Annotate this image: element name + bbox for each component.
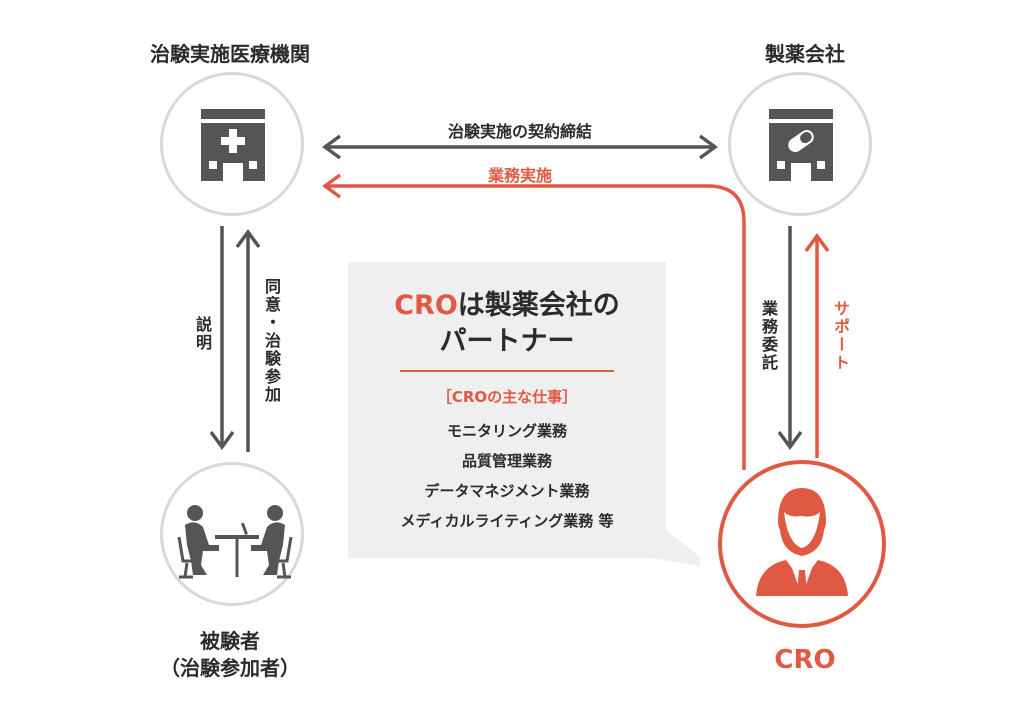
hospital-node bbox=[160, 72, 304, 216]
outsourcing-label: 業務委託 bbox=[759, 300, 778, 372]
pharma-label: 製薬会社 bbox=[765, 42, 845, 66]
subject-sublabel: （治験参加者） bbox=[160, 656, 300, 680]
support-label: サポート bbox=[831, 300, 850, 372]
outsourcing-arrow bbox=[777, 226, 803, 450]
consent-label: 同意・治験参加 bbox=[262, 278, 281, 404]
business-person-icon bbox=[756, 488, 848, 596]
cro-node bbox=[718, 460, 886, 628]
bubble-subtitle: ［CROの主な仕事］ bbox=[436, 388, 578, 406]
explanation-arrow bbox=[209, 226, 235, 450]
bubble-title: CROは製薬会社の パートナー bbox=[348, 288, 666, 360]
contract-label: 治験実施の契約締結 bbox=[447, 122, 593, 141]
support-arrow bbox=[804, 233, 830, 458]
bubble-title-line2: パートナー bbox=[439, 326, 575, 357]
list-item: メディカルライティング業務 等 bbox=[400, 512, 614, 530]
meeting-icon bbox=[177, 505, 293, 579]
pharma-icon bbox=[769, 109, 833, 181]
cro-label: CRO bbox=[774, 645, 836, 675]
explanation-label: 説明 bbox=[193, 316, 212, 352]
subject-label: 被験者 bbox=[200, 629, 260, 653]
bubble-title-accent: CRO bbox=[394, 290, 458, 321]
pharma-node bbox=[728, 72, 872, 216]
hospital-icon bbox=[201, 109, 265, 181]
implementation-label: 業務実施 bbox=[487, 166, 553, 185]
cro-description-bubble: CROは製薬会社の パートナー ［CROの主な仕事］ モニタリング業務 品質管理… bbox=[348, 262, 666, 558]
hospital-label: 治験実施医療機関 bbox=[150, 42, 310, 66]
bubble-divider bbox=[400, 370, 614, 372]
list-item: データマネジメント業務 bbox=[424, 482, 590, 500]
list-item: モニタリング業務 bbox=[446, 422, 567, 440]
list-item: 品質管理業務 bbox=[461, 452, 552, 470]
consent-arrow bbox=[235, 229, 261, 452]
subject-node bbox=[160, 462, 304, 606]
bubble-title-rest: は製薬会社の bbox=[457, 290, 620, 321]
cro-task-list: モニタリング業務 品質管理業務 データマネジメント業務 メディカルライティング業… bbox=[348, 416, 666, 536]
